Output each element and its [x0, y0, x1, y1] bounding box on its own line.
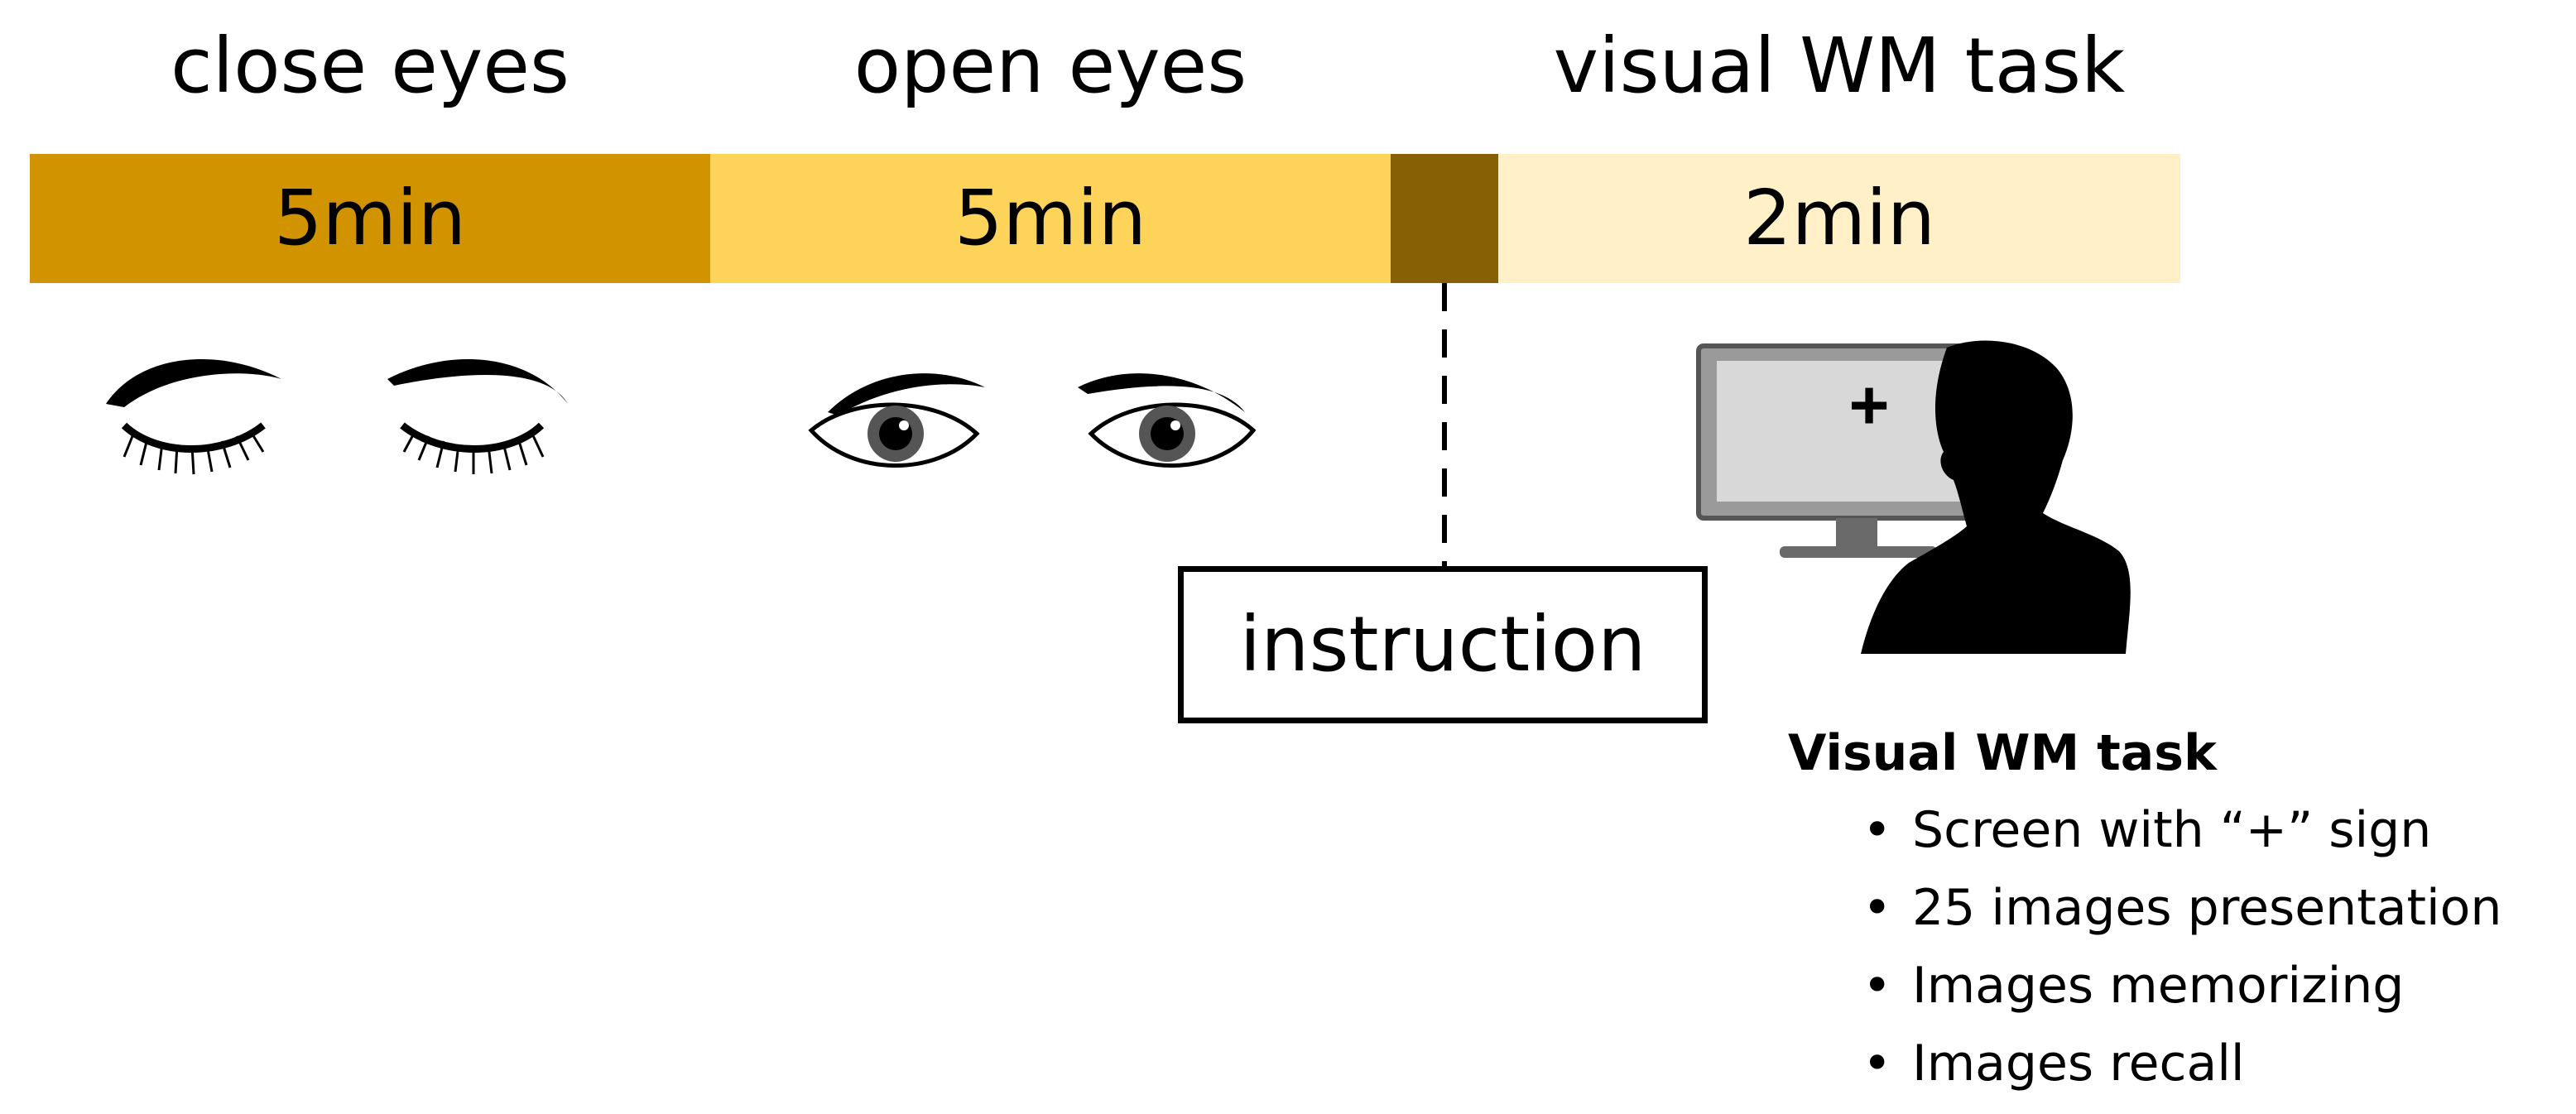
task-heading: Visual WM task: [1788, 724, 2217, 782]
list-item: Images recall: [1862, 1025, 2502, 1102]
list-item: Screen with “+” sign: [1862, 791, 2502, 869]
list-item: Images memorizing: [1862, 947, 2502, 1025]
timeline-segment-close-eyes: 5min: [30, 154, 710, 283]
phase-title-visual-wm-task: visual WM task: [1553, 22, 2126, 110]
person-at-monitor-icon: [1696, 340, 2131, 654]
timeline-segment-instruction: [1391, 154, 1498, 283]
timeline-segment-open-eyes: 5min: [710, 154, 1391, 283]
instruction-box: instruction: [1178, 566, 1708, 723]
phase-title-close-eyes: close eyes: [171, 22, 570, 110]
list-item: 25 images presentation: [1862, 869, 2502, 947]
monitor-plus-sign: +: [1848, 366, 1889, 444]
open-eyes-icon: [808, 373, 1257, 468]
phase-title-open-eyes: open eyes: [853, 22, 1247, 110]
timeline-segment-visual-wm-task: 2min: [1498, 154, 2180, 283]
task-list: Screen with “+” sign 25 images presentat…: [1862, 791, 2502, 1102]
closed-eyes-icon: [106, 359, 568, 475]
